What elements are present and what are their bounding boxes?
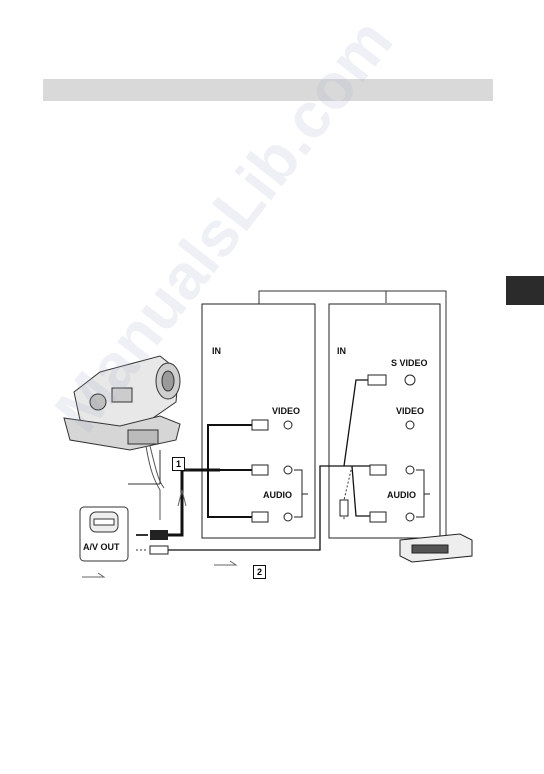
vcr-audio-label: AUDIO — [387, 490, 416, 500]
tv-audio-label: AUDIO — [263, 490, 292, 500]
signal-arrows — [82, 489, 238, 578]
s-video-label: S VIDEO — [391, 358, 428, 368]
section-header-bar — [43, 79, 493, 101]
tv-video-label: VIDEO — [272, 406, 301, 416]
vcr-video-label: VIDEO — [396, 406, 425, 416]
callout-1: 1 — [172, 457, 185, 471]
camcorder-icon — [63, 355, 181, 520]
vcr-icon — [399, 533, 473, 563]
callout-2: 2 — [253, 565, 266, 579]
chapter-tab — [506, 276, 544, 305]
vcr-panel — [328, 303, 441, 539]
av-plug-1 — [150, 530, 168, 540]
tv-jacks — [251, 419, 293, 523]
cable-2 — [168, 465, 352, 551]
vcr-in-label: IN — [337, 346, 346, 356]
av-out-label: A/V OUT — [83, 542, 120, 552]
device-bracket — [258, 290, 447, 540]
tv-in-label: IN — [212, 346, 221, 356]
vcr-jacks — [339, 374, 416, 523]
